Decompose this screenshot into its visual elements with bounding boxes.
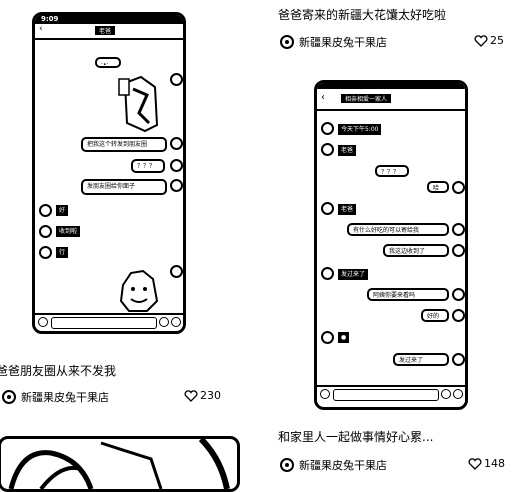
like-button[interactable]: 25 [474,34,504,47]
note-title[interactable]: 爸爸寄来的新疆大花馕太好吃啦 [278,8,447,22]
my-avatar [170,159,183,172]
chat-input-bar [35,313,183,331]
like-count: 230 [200,389,221,402]
chat-bubble: 哈 [427,181,449,193]
chat-bubble: 把我这个转发到朋友圈 [81,137,167,152]
my-avatar [170,137,183,150]
family-avatar [321,143,334,156]
chat-input[interactable] [51,317,157,329]
chat-bubble: 有什么好吃的可以寄给我 [347,223,449,236]
hand-drawing [8,439,230,489]
chat-bubble: 老爸 [338,145,357,156]
author-name: 新疆果皮兔干果店 [21,391,109,404]
like-button[interactable]: 230 [184,389,221,402]
meme-sticker [119,269,159,312]
family-avatar [321,331,334,344]
meme-sticker [118,75,159,133]
author-name: 新疆果皮兔干果店 [299,36,387,49]
back-arrow-icon: ‹ [321,92,325,103]
family-avatar [321,202,334,215]
chat-bubble: 我这边收到了 [383,244,449,257]
chat-bubble: 发过来了 [338,269,369,280]
emoji-icon[interactable] [441,389,451,399]
note-title[interactable]: 爸爸朋友圈从来不发我 [0,364,117,378]
family-avatar [321,267,334,280]
voice-icon[interactable] [38,317,48,327]
dad-avatar [39,246,52,259]
shop-avatar-icon [280,458,294,472]
chat-title: 老爸 [95,26,116,35]
back-arrow-icon: ‹ [39,24,43,34]
plus-icon[interactable] [453,389,463,399]
dad-avatar [39,225,52,238]
like-count: 148 [484,457,505,470]
chat-bubble: ？？？ [131,159,165,173]
my-avatar [452,309,465,322]
like-count: 25 [490,34,504,47]
chat-header: ‹ 老爸 [35,24,183,40]
chat-bubble: 发朋友圈给你面子 [81,179,167,195]
chat-bubble: ？？？ [375,165,409,177]
chat-header: ‹ 相亲相爱一家人 [317,89,465,111]
emoji-icon[interactable] [159,317,169,327]
my-avatar [170,179,183,192]
shop-avatar-icon [2,390,16,404]
author-name: 新疆果皮兔干果店 [299,459,387,472]
note-author[interactable]: 新疆果皮兔干果店 [280,34,387,50]
note-cover-image[interactable] [0,436,240,492]
dad-avatar [39,204,52,217]
my-avatar [452,223,465,236]
chat-bubble: 好的 [421,309,449,322]
voice-icon[interactable] [320,389,330,399]
my-avatar [452,181,465,194]
my-avatar [452,244,465,257]
heart-icon [468,457,482,470]
chat-title: 相亲相爱一家人 [341,94,392,103]
note-title[interactable]: 和家里人一起做事情好心累... [278,430,434,444]
note-author[interactable]: 新疆果皮兔干果店 [280,457,387,473]
chat-bubble: 行 [56,247,69,258]
like-button[interactable]: 148 [468,457,505,470]
status-time: 9:09 [41,15,59,23]
shop-avatar-icon [280,35,294,49]
my-avatar [452,288,465,301]
my-avatar [452,353,465,366]
chat-input-bar [317,385,465,403]
heart-icon [474,34,488,47]
chat-bubble: 发过来了 [393,353,449,366]
chat-bubble: 好 [56,205,69,216]
status-bar [317,83,465,89]
chat-bubble: 老爸 [338,204,357,215]
heart-icon [184,389,198,402]
family-avatar [321,122,334,135]
chat-bubble: 收到啦 [56,226,81,237]
chat-input[interactable] [333,389,439,401]
chat-bubble: 阿姨你要来看吗 [367,288,449,301]
plus-icon[interactable] [171,317,181,327]
chat-bubble: ·∙· [95,57,121,68]
status-bar: 9:09 [35,15,183,24]
chat-bubble: 今天下午5:00 [338,124,382,135]
chat-bubble: ● [338,332,350,343]
note-cover-image[interactable]: 9:09 ‹ 老爸 ·∙· 把我这个转发到朋友圈 ？？？ 发朋友圈给你面子 好 … [32,12,186,334]
my-avatar [170,73,183,86]
my-avatar [170,265,183,278]
note-cover-image[interactable]: ‹ 相亲相爱一家人 今天下午5:00 老爸 ？？？ 哈 老爸 有什么好吃的可以寄… [314,80,468,410]
note-author[interactable]: 新疆果皮兔干果店 [2,389,109,405]
